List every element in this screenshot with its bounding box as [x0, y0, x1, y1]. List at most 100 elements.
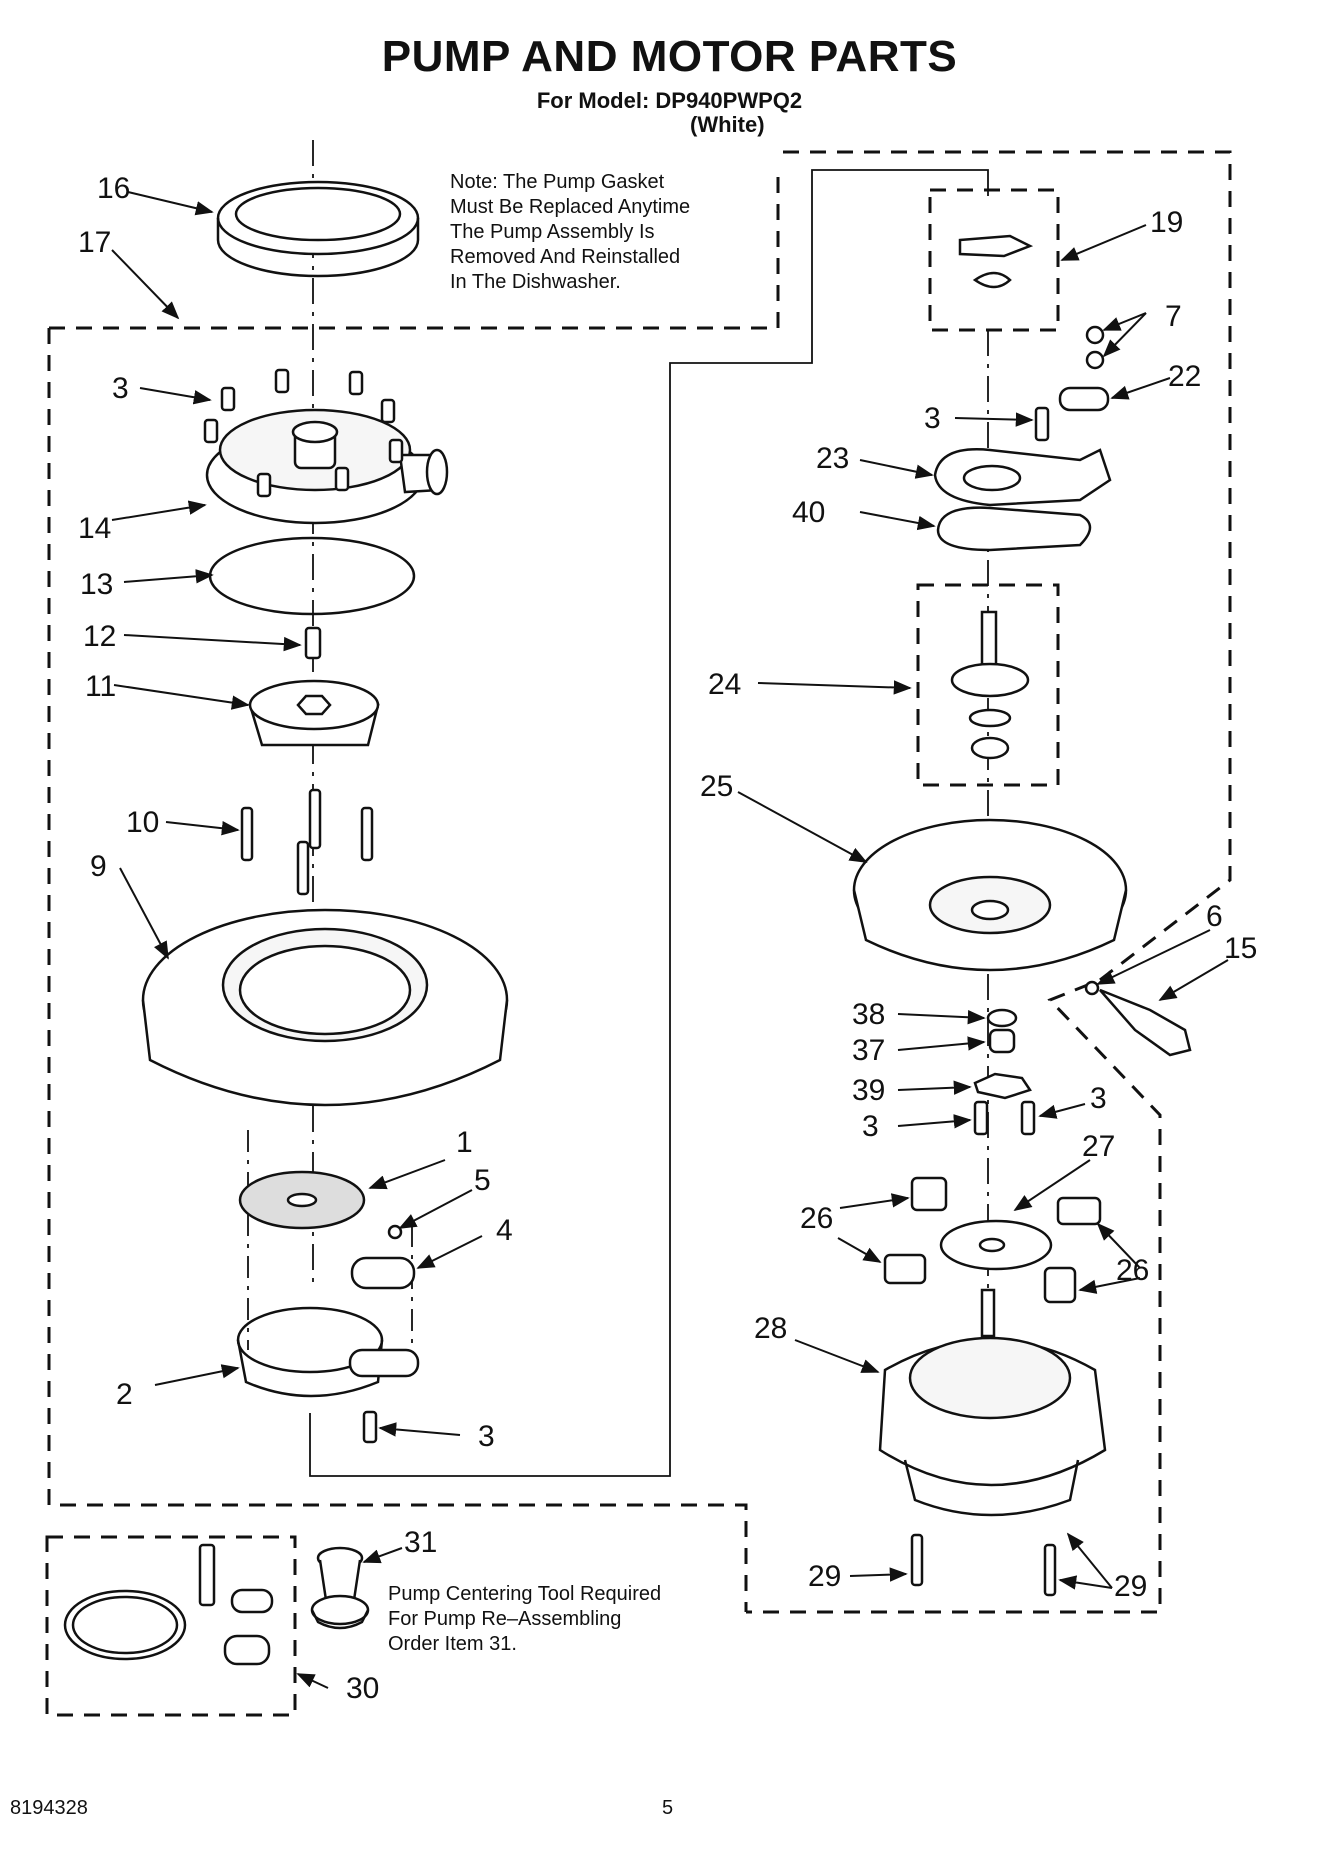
right-assembly-boundary: [746, 150, 1232, 1614]
part-6-oring: [1084, 980, 1100, 996]
callout-labels: 16 17 3 14 13 12 11 10 9 1 5 4 2 3 19 7 …: [78, 172, 1257, 1705]
tool-note-line-3: Order Item 31.: [388, 1633, 517, 1655]
callout-22: 22: [1168, 360, 1201, 393]
callout-15: 15: [1224, 932, 1257, 965]
callout-24: 24: [708, 668, 741, 701]
callout-29b: 29: [1114, 1570, 1147, 1603]
part-25-housing: [852, 818, 1128, 972]
part-37-bushing: [988, 1028, 1016, 1054]
callout-3b: 3: [478, 1420, 495, 1453]
part-30-kit: [63, 1543, 274, 1666]
callout-11: 11: [85, 670, 116, 703]
callout-2: 2: [116, 1378, 133, 1411]
part-23-cover: [933, 448, 1112, 507]
document-number: 8194328: [10, 1797, 88, 1819]
tool-note-line-1: Pump Centering Tool Required: [388, 1583, 662, 1605]
callout-14: 14: [78, 512, 111, 545]
part-38-ring: [986, 1008, 1018, 1028]
callout-17: 17: [78, 226, 111, 259]
item-19-boundary: [928, 188, 1060, 332]
kit-30-boundary: [45, 1535, 297, 1717]
model-variant: (White): [690, 112, 765, 137]
callout-1: 1: [456, 1126, 473, 1159]
part-27-slinger: [939, 1219, 1053, 1271]
part-7-ball-a: [1085, 325, 1105, 345]
callout-4: 4: [496, 1214, 513, 1247]
part-7-ball-b: [1085, 350, 1105, 370]
callout-29a: 29: [808, 1560, 841, 1593]
left-assembly-boundary: [47, 168, 780, 1612]
callout-40: 40: [792, 496, 825, 529]
callout-12: 12: [83, 620, 116, 653]
pump-outlet-ref-line: [309, 169, 989, 1477]
callout-26b: 26: [1116, 1254, 1149, 1287]
callout-23: 23: [816, 442, 849, 475]
part-5-ball: [387, 1224, 403, 1240]
gasket-note: Note: The Pump Gasket Must Be Replaced A…: [450, 170, 690, 295]
callout-30: 30: [346, 1672, 379, 1705]
part-28-motor: [878, 1288, 1107, 1517]
gasket-note-line-1: Note: The Pump Gasket: [450, 171, 665, 193]
callout-28: 28: [754, 1312, 787, 1345]
callout-5: 5: [474, 1164, 491, 1197]
callout-3c: 3: [924, 402, 941, 435]
part-3-screw-pair-right: [1020, 1100, 1036, 1136]
part-26-mount-c: [883, 1253, 927, 1285]
part-3-screw-bottom: [362, 1410, 378, 1444]
callout-25: 25: [700, 770, 733, 803]
page-number: 5: [662, 1797, 674, 1819]
part-4-seal: [350, 1256, 416, 1290]
callout-39: 39: [852, 1074, 885, 1107]
part-10-screws: [240, 788, 374, 896]
callout-31: 31: [404, 1526, 437, 1559]
parts: [63, 180, 1192, 1666]
gasket-note-line-5: In The Dishwasher.: [450, 271, 621, 293]
gasket-note-line-4: Removed And Reinstalled: [450, 246, 681, 268]
part-2-filter-housing: [236, 1306, 420, 1398]
part-19-blade-and-spring: [958, 234, 1034, 289]
part-24-shaft-gear: [950, 610, 1030, 760]
part-3-screw-left: [973, 1100, 989, 1136]
callout-7: 7: [1165, 300, 1182, 333]
page-title: PUMP AND MOTOR PARTS: [381, 32, 958, 81]
callout-26a: 26: [800, 1202, 833, 1235]
leader-arrows: [111, 191, 1229, 1689]
part-13-seal-ring: [208, 536, 416, 616]
dashed-boundaries: [45, 150, 1232, 1717]
part-40-gasket: [936, 506, 1092, 552]
callout-10: 10: [126, 806, 159, 839]
part-16-pump-gasket: [216, 180, 420, 278]
gasket-note-line-2: Must Be Replaced Anytime: [450, 196, 691, 218]
part-1-filter: [238, 1170, 366, 1230]
callout-19: 19: [1150, 206, 1183, 239]
part-22-seal: [1058, 386, 1110, 412]
part-39-plate: [973, 1072, 1032, 1100]
part-9-pump-base: [141, 908, 509, 1107]
callout-3e: 3: [1090, 1082, 1107, 1115]
part-14-pump-housing: [205, 408, 449, 525]
part-31-centering-tool: [310, 1546, 370, 1630]
gasket-note-line-3: The Pump Assembly Is: [450, 221, 655, 243]
model-line: For Model: DP940PWPQ2: [536, 88, 803, 113]
callout-38: 38: [852, 998, 885, 1031]
callout-6: 6: [1206, 900, 1223, 933]
callout-37: 37: [852, 1034, 885, 1067]
tool-note-line-2: For Pump Re–Assembling: [388, 1608, 622, 1630]
item-24-boundary: [916, 583, 1060, 787]
callout-3d: 3: [862, 1110, 879, 1143]
part-29-screw-left: [910, 1533, 924, 1587]
housing-screws: [203, 368, 404, 498]
part-26-mount-a: [910, 1176, 948, 1212]
callout-9: 9: [90, 850, 107, 883]
callout-16: 16: [97, 172, 130, 205]
callout-3a: 3: [112, 372, 129, 405]
callout-13: 13: [80, 568, 113, 601]
part-26-mount-d: [1043, 1266, 1077, 1304]
part-12-screw: [304, 626, 322, 660]
part-29-screw-right: [1043, 1543, 1057, 1597]
part-15-sensor: [1099, 988, 1192, 1057]
tool-note: Pump Centering Tool Required For Pump Re…: [388, 1582, 661, 1657]
part-11-impeller: [248, 679, 380, 747]
part-26-mount-b: [1056, 1196, 1102, 1226]
